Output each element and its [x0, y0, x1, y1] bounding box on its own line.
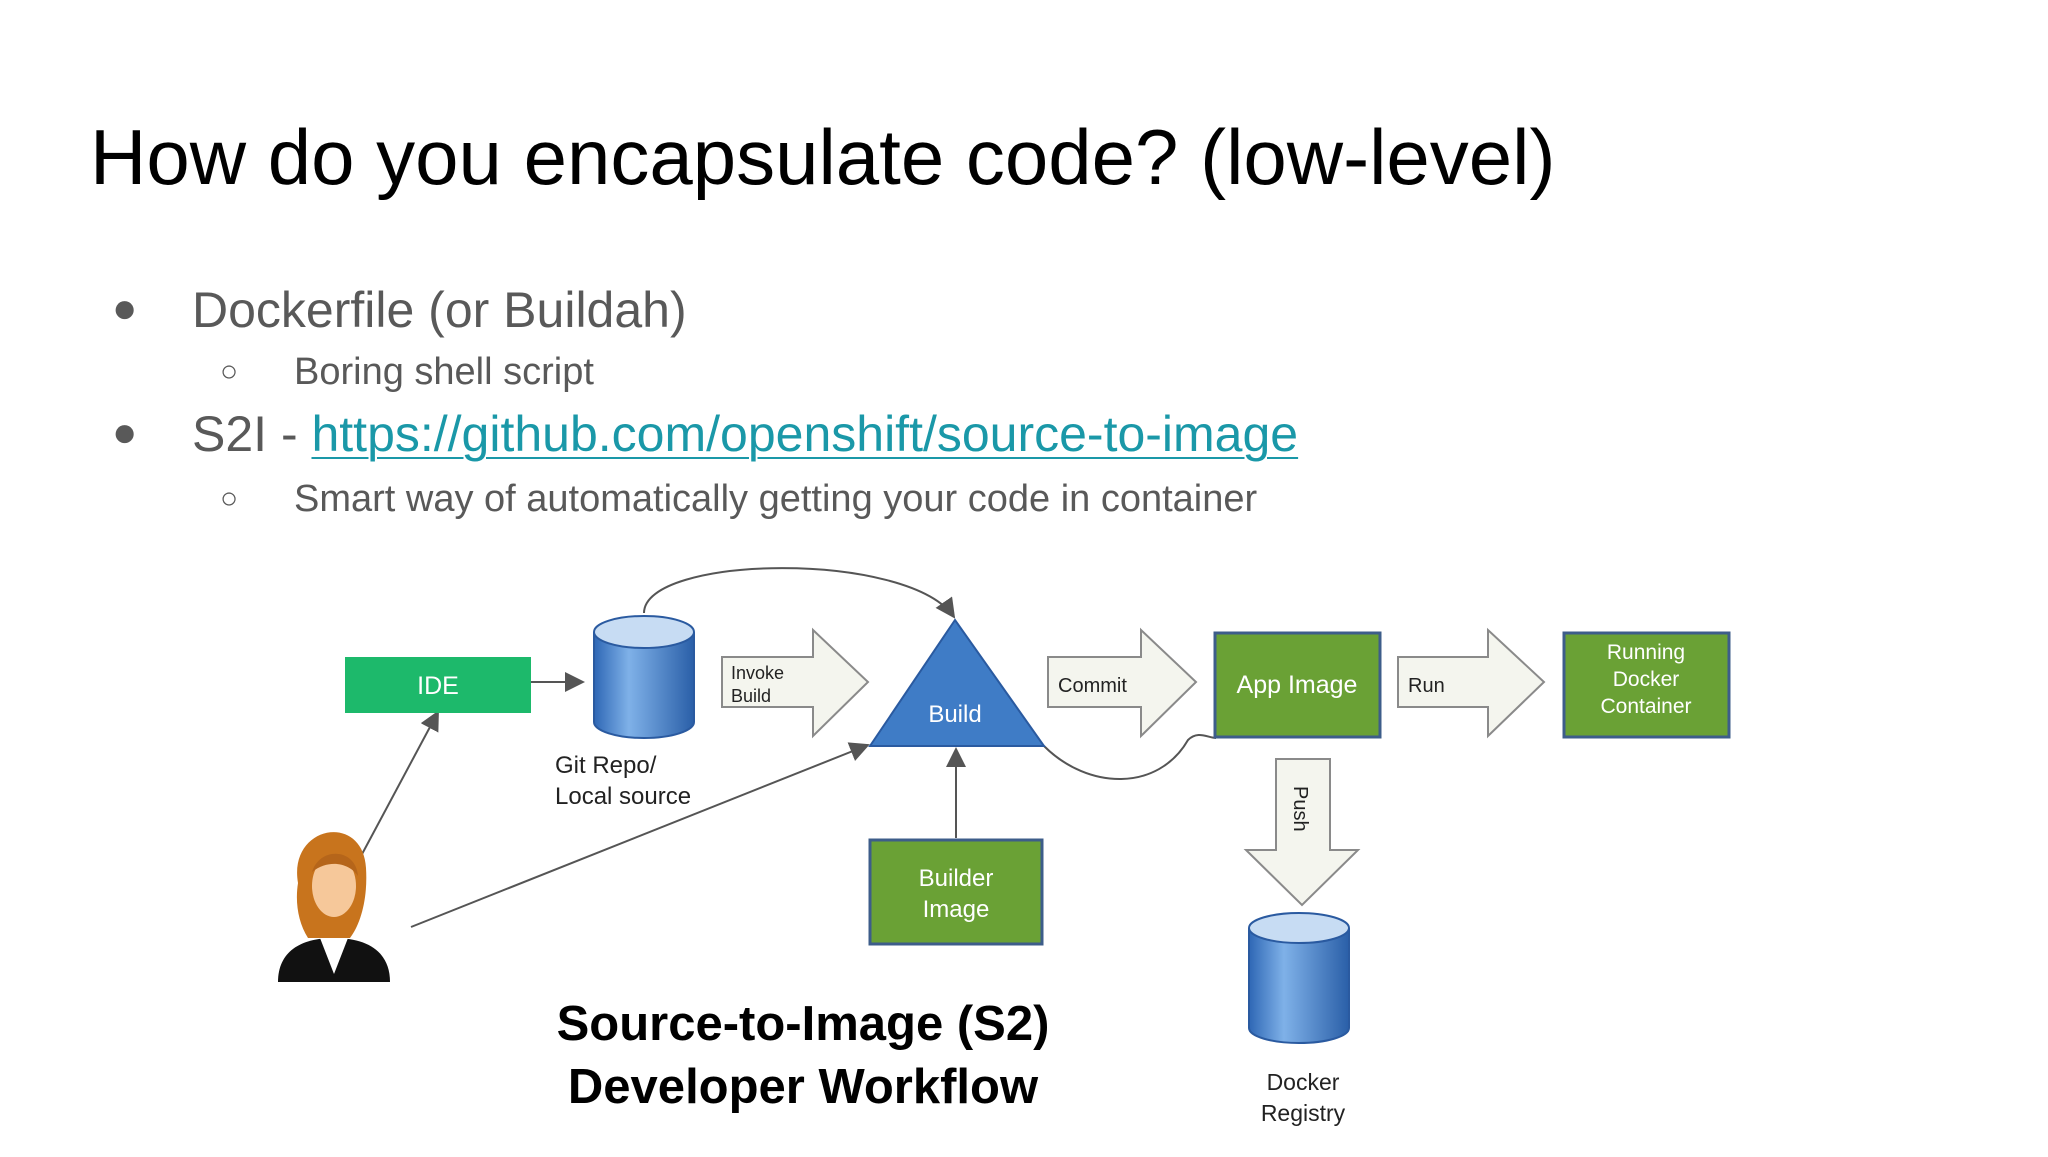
running-container-label-2: Docker	[1613, 668, 1680, 691]
running-container-label-3: Container	[1600, 695, 1691, 718]
bullet-marker-filled: ●	[112, 408, 138, 455]
git-repo-label-2: Local source	[555, 783, 691, 810]
bullet-text: Smart way of automatically getting your …	[294, 478, 1258, 520]
bullet-marker-filled: ●	[112, 284, 138, 331]
bullet-text: Dockerfile (or Buildah)	[192, 282, 687, 338]
developer-to-ide-line	[360, 710, 439, 857]
build-triangle	[868, 618, 1046, 747]
run-label: Run	[1408, 675, 1445, 697]
s2i-workflow-diagram: IDE Git Repo/ Local source Invoke Build …	[258, 550, 1758, 1152]
sub-bullet-smart-way: ○ Smart way of automatically getting you…	[220, 478, 1258, 520]
push-label: Push	[1289, 786, 1311, 832]
push-arrow	[1243, 758, 1361, 907]
diagram-caption-line-1: Source-to-Image (S2)	[557, 997, 1050, 1051]
running-container-label-1: Running	[1607, 641, 1685, 664]
build-to-app-image-curve	[1043, 733, 1217, 780]
app-image-label: App Image	[1237, 671, 1358, 699]
bullet-marker-hollow: ○	[220, 355, 239, 388]
docker-registry-label-2: Registry	[1261, 1100, 1346, 1126]
git-repo-label-1: Git Repo/	[555, 752, 657, 779]
ide-label: IDE	[417, 672, 459, 700]
commit-label: Commit	[1058, 675, 1127, 697]
bullet-text: Boring shell script	[294, 351, 594, 393]
diagram-caption-line-2: Developer Workflow	[568, 1060, 1039, 1114]
docker-registry-label-1: Docker	[1267, 1069, 1340, 1095]
ide-box	[345, 657, 531, 713]
sub-bullet-shell-script: ○ Boring shell script	[220, 351, 594, 393]
running-container-box	[1562, 631, 1731, 739]
builder-image-box	[868, 838, 1044, 946]
git-repo-icon	[593, 615, 695, 739]
source-to-image-link[interactable]: https://github.com/openshift/source-to-i…	[311, 406, 1299, 462]
invoke-build-label-1: Invoke	[731, 663, 784, 683]
builder-image-label-2: Image	[923, 896, 990, 923]
bullet-s2i: ● S2I - https://github.com/openshift/sou…	[112, 406, 1299, 462]
bullet-dockerfile: ● Dockerfile (or Buildah)	[112, 282, 687, 338]
developer-icon	[278, 832, 390, 982]
slide-title: How do you encapsulate code? (low-level)	[90, 113, 1556, 201]
developer-to-build-line	[410, 742, 870, 928]
bullet-marker-hollow: ○	[220, 482, 239, 515]
commit-arrow	[1047, 627, 1198, 739]
app-image-box	[1213, 631, 1382, 739]
bullet-prefix: S2I -	[192, 406, 312, 462]
diagram-canvas: IDE Git Repo/ Local source Invoke Build …	[278, 567, 1731, 1126]
invoke-build-label-2: Build	[731, 686, 771, 706]
invoke-build-arrow	[721, 627, 870, 739]
builder-image-label-1: Builder	[919, 865, 994, 892]
docker-registry-icon	[1248, 912, 1350, 1044]
repo-to-build-curve	[643, 567, 956, 619]
build-label: Build	[928, 701, 981, 728]
run-arrow	[1397, 627, 1546, 739]
